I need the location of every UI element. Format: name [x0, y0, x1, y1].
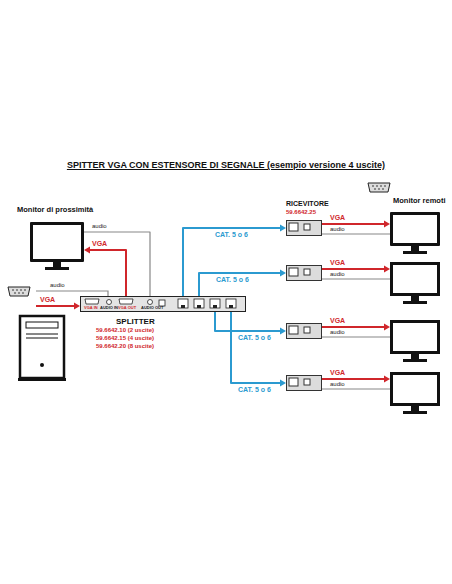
connector-label: audio: [92, 223, 107, 230]
network-cable: [199, 270, 286, 387]
connector: [322, 234, 390, 235]
splitter-box: VGA INAUDIO INVGA OUTAUDIO OUTSPLITTER59…: [80, 296, 246, 312]
monitor-stand: [30, 262, 84, 274]
vga-wire: [36, 303, 80, 310]
signal-label: audio: [330, 271, 345, 278]
signal-label: VGA: [40, 296, 55, 303]
signal-label: audio: [50, 282, 65, 289]
receiver-box: RICEVITORE59.6642.25: [286, 220, 322, 236]
port-panel: [287, 221, 321, 235]
signal-label: CAT. 5 o 6: [216, 276, 249, 283]
monitor-heading: Monitor remoti: [393, 197, 446, 206]
receiver-box: [287, 266, 322, 391]
signal-label: CAT. 5 o 6: [238, 386, 271, 393]
signal-label: audio: [330, 329, 345, 336]
diagram-title: SPITTER VGA CON ESTENSORE DI SEGNALE (es…: [0, 160, 452, 170]
port-label: AUDIO IN: [100, 306, 118, 311]
vga-connector-icon: [8, 287, 30, 296]
connector-label: audio: [330, 226, 345, 233]
vga-connector-icon: [368, 183, 390, 192]
connector-label: VGA: [92, 240, 107, 247]
model-number: 59.6642.25: [286, 209, 316, 216]
local-monitor: Monitor di prossimità: [30, 222, 84, 262]
monitor-stand: [390, 246, 440, 258]
signal-label: CAT. 5 o 6: [238, 334, 271, 341]
computer-tower: [18, 316, 66, 381]
connector-label: CAT. 5 o 6: [215, 231, 248, 238]
remote-monitor: Monitor remoti: [390, 212, 440, 246]
connector: [84, 232, 150, 296]
connector: [183, 225, 286, 297]
monitor-heading: Monitor di prossimità: [17, 206, 93, 215]
device-heading: RICEVITORE: [286, 200, 329, 208]
port-label: VGA IN: [84, 306, 98, 311]
signal-label: VGA: [330, 317, 345, 324]
remote-monitor: [392, 264, 439, 415]
port-label: VGA OUT: [118, 306, 136, 311]
audio-wire: [322, 279, 390, 389]
signal-label: audio: [330, 381, 345, 388]
connector-label: VGA: [330, 214, 345, 221]
port-label: AUDIO OUT: [141, 306, 163, 311]
signal-label: VGA: [330, 259, 345, 266]
signal-label: VGA: [330, 369, 345, 376]
model-number: 59.6642.15 (4 uscite): [96, 335, 154, 342]
connector: [84, 247, 126, 297]
vga-wire: [322, 266, 390, 383]
model-number: 59.6642.20 (8 uscite): [96, 343, 154, 350]
device-heading: SPLITTER: [116, 317, 155, 326]
model-number: 59.6642.10 (2 uscite): [96, 327, 154, 334]
